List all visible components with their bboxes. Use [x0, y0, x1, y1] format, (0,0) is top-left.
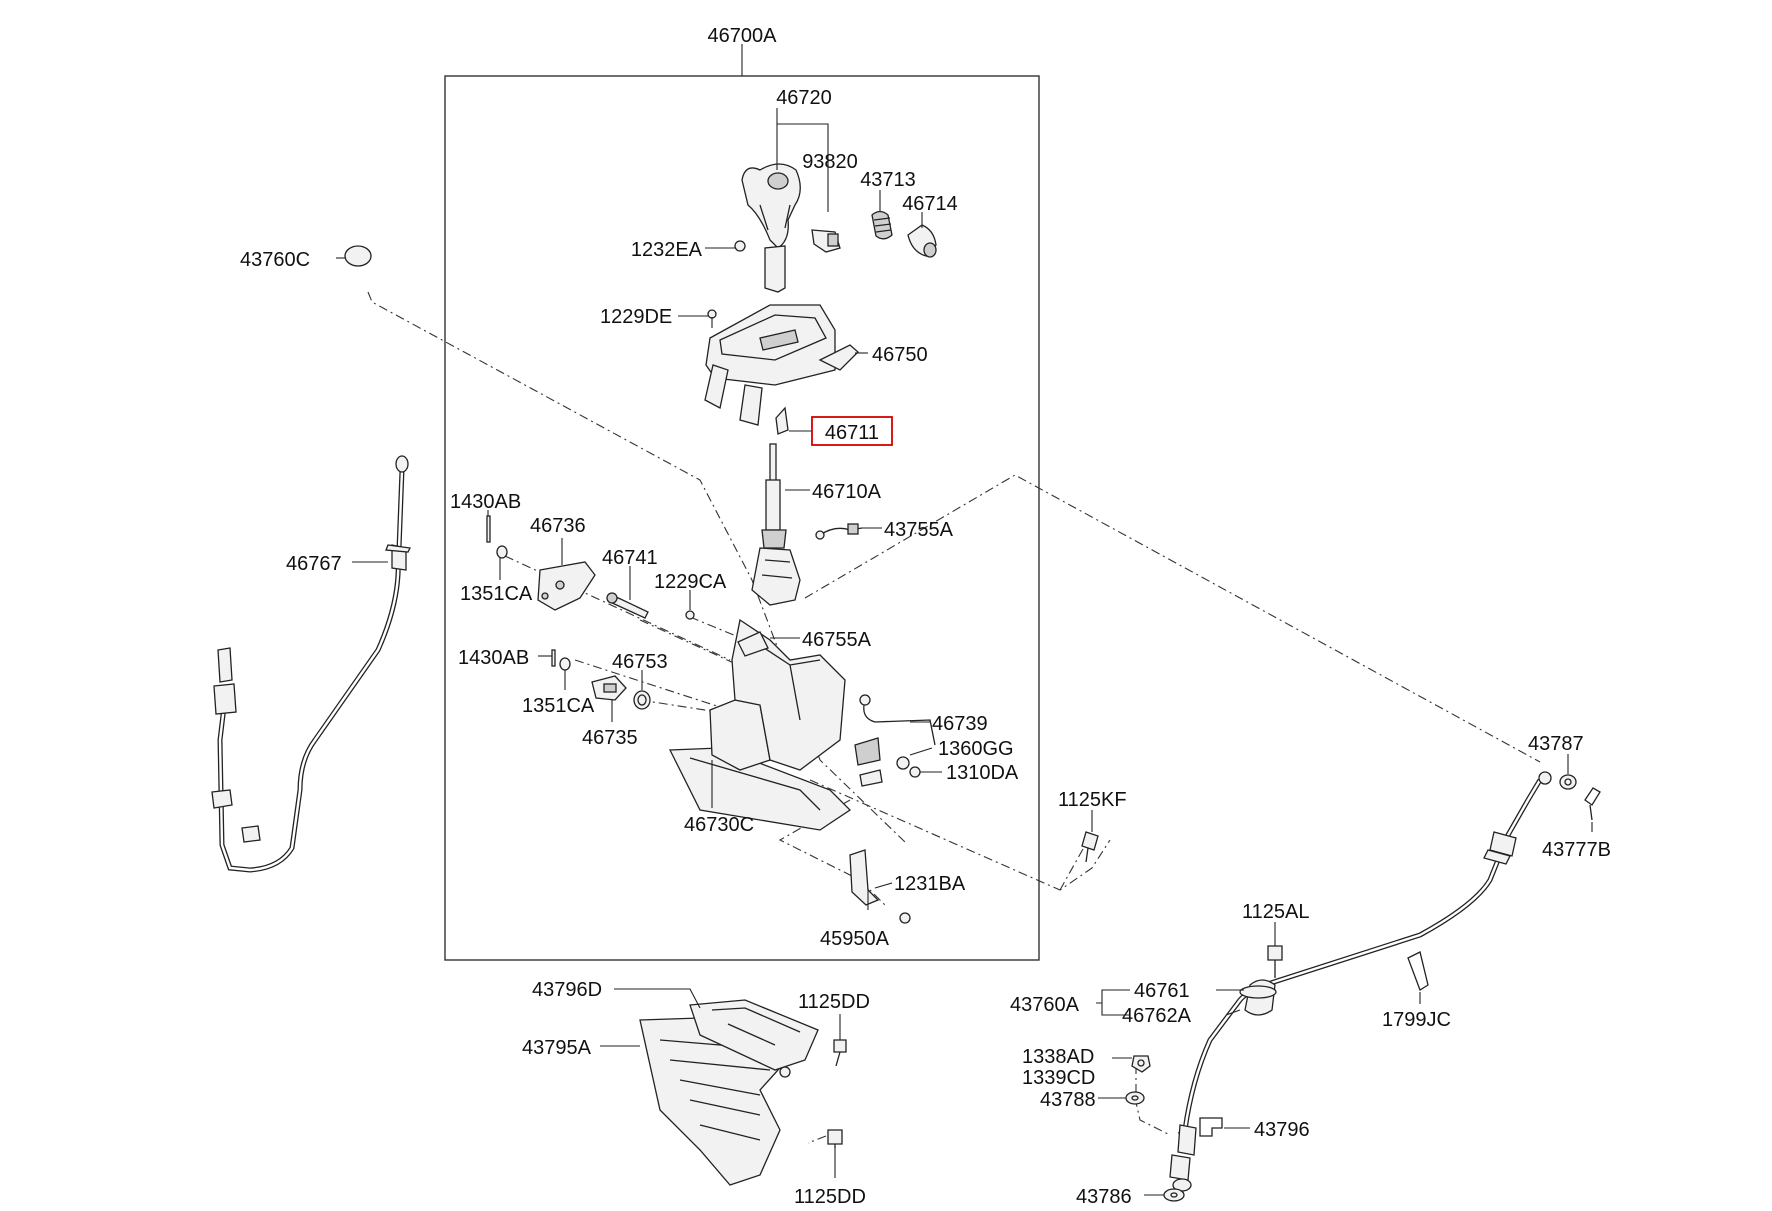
wire-43755A-part[interactable]	[815, 523, 863, 540]
label-1125DD-b[interactable]: 1125DD	[794, 1186, 866, 1208]
bolt-1125KF-part[interactable]	[1081, 831, 1099, 863]
label-1310DA[interactable]: 1310DA	[946, 762, 1019, 784]
label-1125DD-a[interactable]: 1125DD	[798, 991, 870, 1013]
switch-46755A-part[interactable]	[737, 631, 769, 657]
label-46720[interactable]: 46720	[776, 87, 832, 109]
shift-knob-part[interactable]	[741, 163, 801, 293]
washer-43787-part[interactable]	[1559, 774, 1577, 790]
label-1125KF[interactable]: 1125KF	[1058, 789, 1127, 811]
label-46762A[interactable]: 46762A	[1122, 1005, 1192, 1027]
washer-1351CA-a-part[interactable]	[496, 545, 508, 559]
shift-cable-part[interactable]	[1169, 771, 1552, 1192]
pin-1430AB-a-part[interactable]	[486, 515, 491, 543]
linkage-line-46753	[574, 659, 761, 721]
label-46767[interactable]: 46767	[286, 553, 342, 575]
label-1339CD[interactable]: 1339CD	[1022, 1067, 1095, 1089]
part-46711[interactable]	[775, 406, 789, 435]
label-46710A[interactable]: 46710A	[812, 481, 882, 503]
label-43755A[interactable]: 43755A	[884, 519, 954, 541]
label-46739[interactable]: 46739	[932, 713, 988, 735]
washer-43788-part[interactable]	[1125, 1091, 1145, 1105]
label-1229CA[interactable]: 1229CA	[654, 571, 727, 593]
label-43760C[interactable]: 43760C	[240, 249, 310, 271]
screw-1229CA-part[interactable]	[685, 610, 695, 620]
clip-43796-part[interactable]	[1199, 1117, 1223, 1137]
knob-switch-part[interactable]	[811, 229, 841, 253]
label-46755A[interactable]: 46755A	[802, 629, 872, 651]
linkage-line-main-cable	[804, 474, 1541, 763]
label-43760A[interactable]: 43760A	[1010, 994, 1080, 1016]
label-1229DE[interactable]: 1229DE	[600, 306, 672, 328]
washer-1351CA-b-part[interactable]	[559, 657, 571, 671]
label-43788[interactable]: 43788	[1040, 1089, 1096, 1111]
shift-lever-part[interactable]	[751, 443, 801, 606]
cable-46767-part[interactable]	[211, 455, 411, 873]
base-bracket-part[interactable]	[668, 618, 921, 831]
spring-43713-part[interactable]	[871, 210, 893, 240]
bracket-45950A-part[interactable]	[849, 849, 911, 924]
washer-43786-part[interactable]	[1163, 1188, 1185, 1202]
label-1430AB-a[interactable]: 1430AB	[450, 491, 521, 513]
label-43796D[interactable]: 43796D	[532, 979, 602, 1001]
solenoid-46735-part[interactable]	[591, 675, 627, 701]
bolt-1125DD-a-part[interactable]	[833, 1039, 847, 1067]
label-46750[interactable]: 46750	[872, 344, 928, 366]
label-1351CA-a[interactable]: 1351CA	[460, 583, 533, 605]
label-1360GG[interactable]: 1360GG	[938, 738, 1014, 760]
bolt-1125DD-b-part[interactable]	[827, 1129, 843, 1148]
spring-46753-part[interactable]	[633, 690, 651, 710]
label-46741[interactable]: 46741	[602, 547, 658, 569]
label-43795A[interactable]: 43795A	[522, 1037, 592, 1059]
pin-1430AB-b-part[interactable]	[551, 649, 556, 667]
linkage-line-46735	[639, 699, 719, 713]
label-43777B[interactable]: 43777B	[1542, 839, 1611, 861]
cap-43760C-part[interactable]	[344, 245, 372, 267]
bracket-46736-part[interactable]	[537, 561, 596, 611]
linkage-line-1231BA	[809, 779, 1111, 891]
linkage-line-43788	[1134, 1097, 1171, 1136]
linkage-line-43760C	[367, 291, 906, 843]
screw-1232EA-part[interactable]	[734, 240, 746, 252]
label-45950A[interactable]: 45950A	[820, 928, 890, 950]
linkage-line-46741	[639, 619, 761, 676]
label-46700A[interactable]: 46700A	[708, 25, 778, 47]
label-46735[interactable]: 46735	[582, 727, 638, 749]
label-1338AD[interactable]: 1338AD	[1022, 1046, 1094, 1068]
console-bracket-part[interactable]	[639, 999, 819, 1186]
label-46736[interactable]: 46736	[530, 515, 586, 537]
label-46730C[interactable]: 46730C	[684, 814, 754, 836]
wire-46739-part[interactable]	[859, 694, 936, 746]
indicator-panel-part[interactable]	[704, 304, 859, 426]
label-43787[interactable]: 43787	[1528, 733, 1584, 755]
label-1430AB-b[interactable]: 1430AB	[458, 647, 529, 669]
nut-1338AD-part[interactable]	[1131, 1055, 1151, 1073]
label-43786[interactable]: 43786	[1076, 1186, 1132, 1208]
label-1125AL[interactable]: 1125AL	[1242, 901, 1309, 923]
label-1351CA-b[interactable]: 1351CA	[522, 695, 595, 717]
button-46714-part[interactable]	[907, 224, 937, 258]
label-1232EA[interactable]: 1232EA	[631, 239, 703, 261]
linkage-line-1125KF	[1059, 839, 1089, 891]
label-1231BA[interactable]: 1231BA	[894, 873, 966, 895]
label-46711[interactable]: 46711	[825, 422, 879, 444]
clip-1799JC-part[interactable]	[1407, 951, 1429, 991]
highlight-box-46711	[811, 416, 893, 446]
clip-43777B-part[interactable]	[1584, 787, 1601, 821]
label-46761[interactable]: 46761	[1134, 980, 1190, 1002]
shaft-46741-part[interactable]	[606, 592, 649, 619]
label-1799JC[interactable]: 1799JC	[1382, 1009, 1451, 1031]
label-43713[interactable]: 43713	[860, 169, 916, 191]
label-46753[interactable]: 46753	[612, 651, 668, 673]
label-46714[interactable]: 46714	[902, 193, 958, 215]
bolt-1125AL-part[interactable]	[1267, 945, 1283, 978]
label-43796[interactable]: 43796	[1254, 1119, 1310, 1141]
label-93820[interactable]: 93820	[802, 151, 858, 173]
